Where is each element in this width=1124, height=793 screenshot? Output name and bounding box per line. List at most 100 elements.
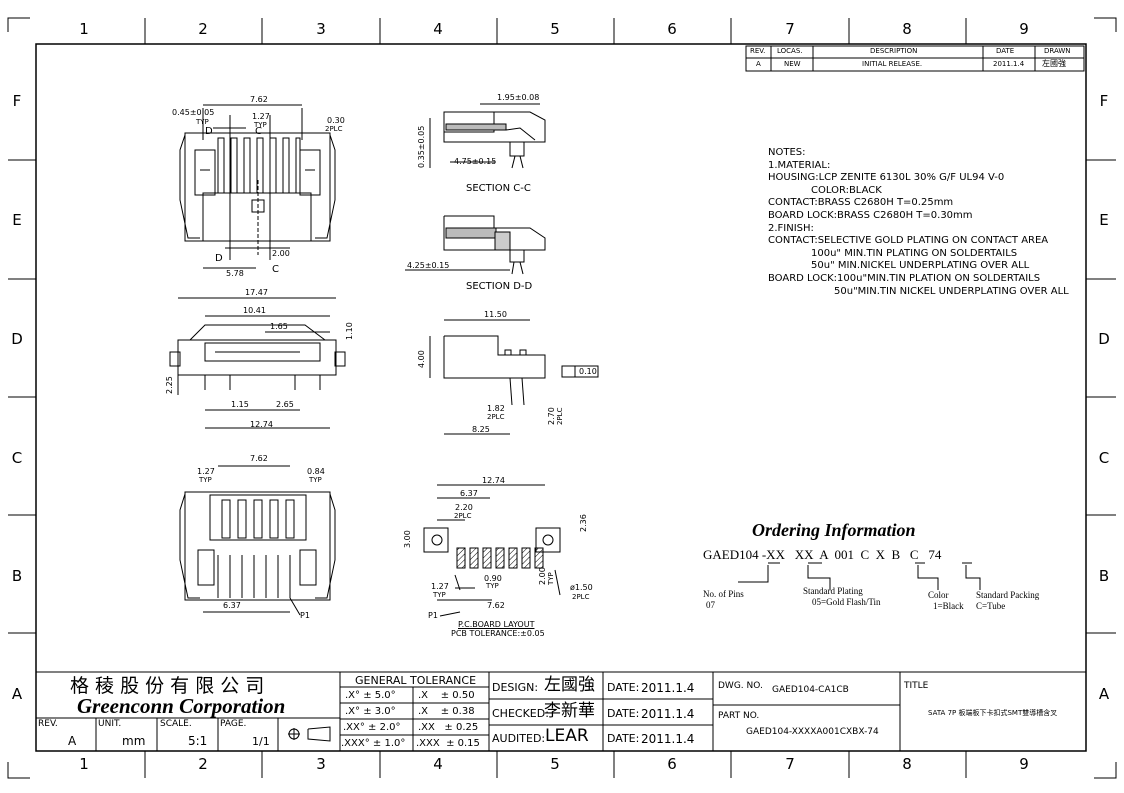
- note-line: 50u"MIN.TIN NICKEL UNDERPLATING OVER ALL: [834, 285, 1069, 297]
- zone-row-f-right: F: [1099, 92, 1109, 110]
- note-line: 50u" MIN.NICKEL UNDERPLATING OVER ALL: [811, 260, 1030, 272]
- dim-label: TYP: [547, 572, 555, 585]
- dim-label: 2PLC: [325, 125, 343, 133]
- ordering-title: Ordering Information: [752, 520, 916, 540]
- dim-label: 5.78: [226, 269, 244, 278]
- date-label: DATE:: [607, 732, 640, 745]
- zone-col-3-bottom: 3: [316, 755, 326, 773]
- note-line: COLOR:BLACK: [811, 184, 882, 196]
- dim-label: 4.00: [417, 350, 426, 368]
- rev-label: REV.: [38, 719, 58, 729]
- pcb-pads: [456, 547, 544, 569]
- dim-label: 2.00: [272, 249, 290, 258]
- section-d-d: [405, 215, 546, 275]
- design-label: DESIGN:: [492, 681, 539, 694]
- zone-row-b-right: B: [1098, 567, 1110, 585]
- scale-value: 5:1: [188, 734, 208, 748]
- zone-col-3: 3: [316, 20, 326, 38]
- dim-label: 0.84: [307, 467, 325, 476]
- dim-label: 12.74: [250, 420, 273, 429]
- note-line: CONTACT:SELECTIVE GOLD PLATING ON CONTAC…: [768, 235, 1049, 247]
- zone-col-2-bottom: 2: [198, 755, 208, 773]
- unit-label: UNIT.: [98, 719, 122, 729]
- dim-label: 2PLC: [487, 413, 505, 421]
- dim-label: TYP: [309, 476, 322, 484]
- part-no-label: PART NO.: [718, 711, 760, 721]
- scale-label: SCALE.: [160, 719, 192, 729]
- audited-label: AUDITED:: [492, 732, 546, 745]
- top-view: [179, 104, 336, 269]
- dim-label: 8.25: [472, 425, 490, 434]
- dim-label: 4.75±0.15: [454, 157, 497, 166]
- side-view: [429, 319, 599, 435]
- dim-label: 7.62: [250, 95, 268, 104]
- tolerance-angle: .XXX° ± 1.0°: [341, 738, 406, 749]
- dim-label: 10.41: [243, 306, 266, 315]
- zone-col-8: 8: [902, 20, 912, 38]
- section-marker: D: [205, 126, 213, 137]
- zone-row-a: A: [11, 685, 23, 703]
- dim-label: 4.25±0.15: [407, 261, 450, 270]
- dim-label: 1.82: [487, 404, 505, 413]
- note-line: 2.FINISH:: [768, 222, 814, 234]
- zone-row-e-right: E: [1099, 211, 1109, 229]
- pcb-tolerance: PCB TOLERANCE:±0.05: [451, 629, 545, 638]
- tolerance-angle: .XX° ± 2.0°: [343, 722, 401, 733]
- pin-one-label: P1: [428, 611, 438, 620]
- rev-header-date: DATE: [996, 47, 1015, 55]
- dim-label: 2.00: [538, 567, 547, 585]
- dim-label: TYP: [199, 476, 212, 484]
- zone-col-1: 1: [79, 20, 89, 38]
- note-line: CONTACT:BRASS C2680H T=0.25mm: [768, 197, 954, 209]
- zone-row-a-right: A: [1098, 685, 1110, 703]
- ordering-plating-value: 05=Gold Flash/Tin: [812, 597, 881, 607]
- rev-header-rev: REV.: [750, 47, 766, 55]
- zone-row-d-right: D: [1098, 330, 1110, 348]
- note-line: BOARD LOCK:BRASS C2680H T=0.30mm: [768, 209, 973, 221]
- dim-label: 6.37: [223, 601, 241, 610]
- part-no-value: GAED104-XXXXA001CXBX-74: [746, 727, 879, 737]
- front-view: [169, 297, 346, 429]
- dim-label: 6.37: [460, 489, 478, 498]
- note-line: 100u" MIN.TIN PLATING ON SOLDERTAILS: [811, 247, 1018, 259]
- dim-label: TYP: [196, 118, 209, 126]
- zone-col-9-bottom: 9: [1019, 755, 1029, 773]
- section-title: SECTION D-D: [466, 281, 533, 292]
- title-label: TITLE: [904, 681, 929, 691]
- dim-label: 0.30: [327, 116, 345, 125]
- rev-value-description: INITIAL RELEASE.: [862, 60, 923, 68]
- dim-label: TYP: [486, 582, 499, 590]
- checked-value: 李新華: [544, 701, 595, 721]
- zone-col-7: 7: [785, 20, 795, 38]
- page-value: 1/1: [252, 735, 270, 748]
- rev-value-locas: NEW: [784, 60, 801, 68]
- pin-one-label: P1: [300, 611, 310, 620]
- dim-label: 2.36: [579, 514, 588, 532]
- dim-label: 1.27: [431, 582, 449, 591]
- date-value: 2011.1.4: [641, 732, 695, 746]
- dim-label: 0.10: [579, 367, 597, 376]
- rev-header-locas: LOCAS.: [777, 47, 803, 55]
- zone-col-6-bottom: 6: [667, 755, 677, 773]
- dim-label: 12.74: [482, 476, 505, 485]
- section-marker: C: [255, 126, 262, 137]
- zone-col-9: 9: [1019, 20, 1029, 38]
- dim-label: 3.00: [403, 530, 412, 548]
- bottom-view: [179, 465, 336, 616]
- tolerance-title: GENERAL TOLERANCE: [355, 674, 477, 687]
- ordering-pins-label: No. of Pins: [703, 589, 744, 599]
- ordering-plating-label: Standard Plating: [803, 586, 863, 596]
- dim-label: 0.45±0.05: [172, 108, 215, 117]
- zone-col-6: 6: [667, 20, 677, 38]
- dim-label: TYP: [433, 591, 446, 599]
- date-value: 2011.1.4: [641, 707, 695, 721]
- zone-col-5-bottom: 5: [550, 755, 560, 773]
- tolerance-angle: .X° ± 5.0°: [345, 690, 396, 701]
- ordering-color-value: 1=Black: [933, 601, 964, 611]
- tolerance-angle: .X° ± 3.0°: [345, 706, 396, 717]
- section-title: SECTION C-C: [466, 183, 531, 194]
- tolerance-linear: .X ± 0.50: [418, 690, 475, 701]
- zone-col-5: 5: [550, 20, 560, 38]
- zone-col-8-bottom: 8: [902, 755, 912, 773]
- dim-label: 2PLC: [454, 512, 472, 520]
